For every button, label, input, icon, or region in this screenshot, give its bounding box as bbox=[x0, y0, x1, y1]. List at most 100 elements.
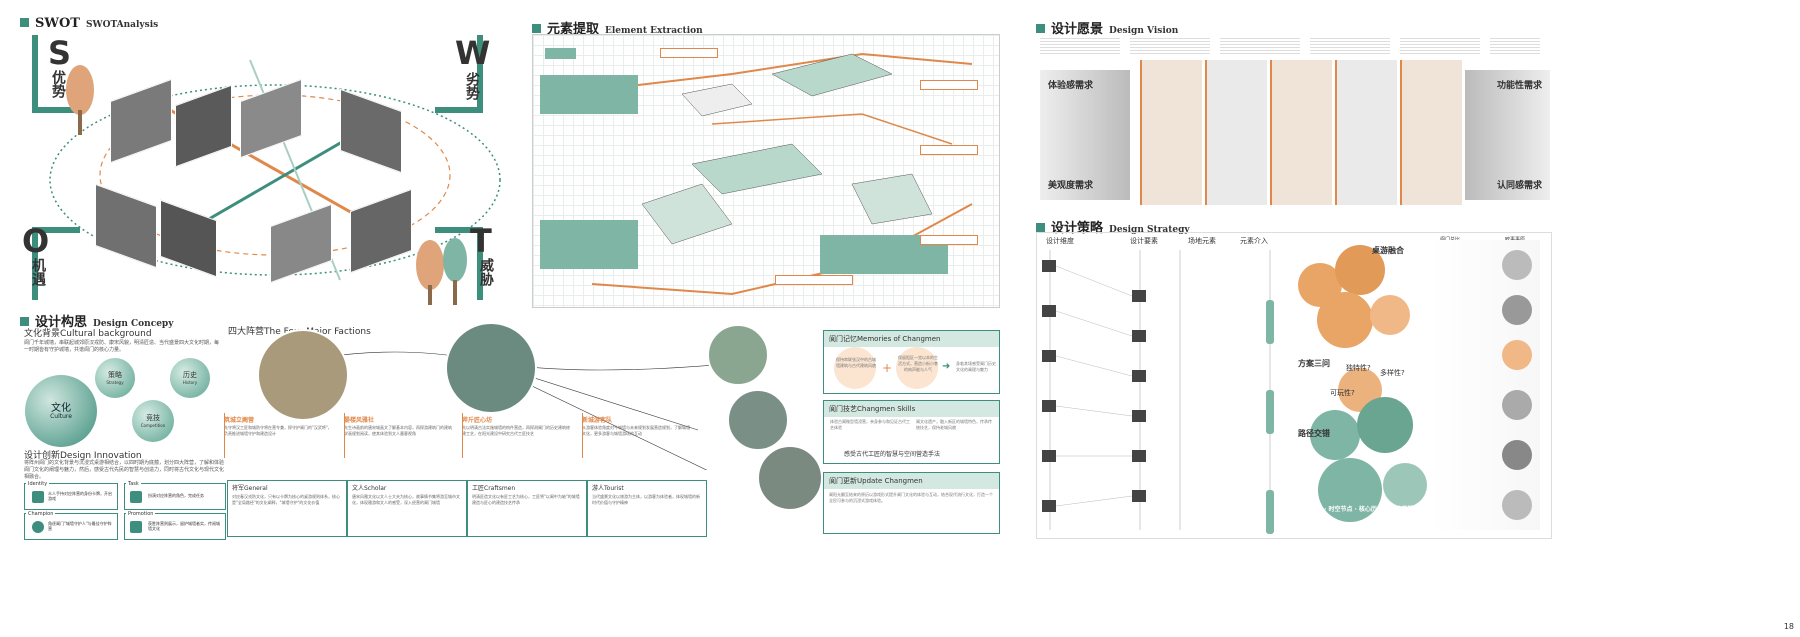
swot-t-label: 威胁 bbox=[478, 258, 494, 286]
swot-w-letter: W bbox=[455, 34, 491, 72]
element-callout bbox=[540, 220, 638, 269]
element-tag bbox=[775, 275, 853, 285]
strategy-question-unique: 独特性? bbox=[1346, 364, 1371, 372]
flow-task-label: Task bbox=[126, 481, 141, 487]
swot-s-label: 优势 bbox=[50, 70, 66, 98]
strategy-circle: 策略 Strategy bbox=[95, 358, 135, 398]
role-craftsmen-text: 明清匠造文化以有匠工艺为核心，工匠将"以阆中为轴"的城墙建造与匠心的建造技艺传承 bbox=[472, 494, 580, 505]
vision-need-aesthetic: 美观度需求 bbox=[1048, 181, 1094, 191]
role-craftsmen-title: 工匠Craftsmen bbox=[472, 485, 516, 492]
strategy-col-intervention: 元素介入 bbox=[1240, 237, 1268, 245]
history-label: 历史 bbox=[183, 371, 197, 379]
swot-title-en: SWOTAnalysis bbox=[86, 20, 159, 30]
section-marker bbox=[20, 317, 29, 326]
faction-2-desc: 先生诗画前的唐宋城画文了解基本内容，再探游建筑门的建筑学画规划阅读，使其体验到文… bbox=[344, 425, 452, 436]
flow-champion-text: 角逐阆门"城墙守护人"与最佳守护阵营 bbox=[48, 521, 112, 531]
page-number: 18 bbox=[1783, 622, 1794, 631]
swot-w-label: 劣势 bbox=[464, 72, 480, 100]
vision-section-title: 设计愿景 Design Vision bbox=[1036, 18, 1178, 37]
role-scholar-text: 唐宋风雅文化以文人士大夫为核心，故事情节集将游至城市文化，体现雅游和文人的感受，… bbox=[352, 494, 460, 505]
faction-divider bbox=[462, 413, 463, 458]
faction-4-desc: 从游客体验角度对今城墙与未来规划发展营造规划，了解城墙文化，更多游客与城墙游玩的… bbox=[582, 425, 690, 436]
task-icon bbox=[130, 491, 142, 503]
faction-divider bbox=[344, 413, 345, 458]
flow-promotion-text: 获胜阵营则展示，留护城墙者实，传阅城墙文化 bbox=[148, 521, 220, 531]
strategy-tag bbox=[1266, 390, 1274, 434]
changmen-memories-title: 阆门记忆Memories of Changmen bbox=[824, 331, 999, 347]
changmen-skills-c: 感受古代工匠的智慧与空间营造手法 bbox=[844, 451, 941, 458]
role-tourist-text: 当代盛景文化以旅游为主体，以游客为体验者，体现城墙的新时代价值与守护精神 bbox=[592, 494, 700, 505]
tree-illustration bbox=[416, 238, 467, 305]
flow-promotion-label: Promotion bbox=[126, 511, 156, 517]
faction-3-desc: 先以明清古法实施城墙的构件营造，再探测阆门的历史建筑修建工艺，在阳光建设中研究古… bbox=[462, 425, 570, 436]
role-general-text: 对应春汉戎防文化，只有以卡牌为核心的桌游规则体系，核心是"全局路径"的文化阐释，… bbox=[232, 494, 340, 505]
strategy-col-dimension: 设计维度 bbox=[1046, 237, 1074, 245]
faction-photo bbox=[757, 445, 823, 511]
section-marker bbox=[532, 24, 541, 33]
changmen-memories-a: 保持串联张汉中的古城墙建筑与古代建筑风貌 bbox=[836, 357, 876, 368]
vision-panels bbox=[1040, 60, 1550, 205]
changmen-memories-c: 身临其境感受阆门历史文化的阐理与魅力 bbox=[956, 361, 996, 372]
swot-t-letter: T bbox=[470, 222, 492, 260]
changmen-skills-b: 阆文化遗产，融入新区的城墙特色，传承传统技艺，保持老城风貌 bbox=[916, 419, 992, 430]
strategy-plan-label: 方案三问 bbox=[1298, 359, 1330, 368]
strategy-tag bbox=[1266, 490, 1274, 534]
element-section-title: 元素提取 Element Extraction bbox=[532, 18, 703, 37]
trophy-icon bbox=[32, 521, 44, 533]
vision-title-en: Design Vision bbox=[1109, 26, 1179, 36]
strategy-bubbles bbox=[1298, 245, 1427, 522]
history-label-en: History bbox=[182, 380, 198, 385]
section-marker bbox=[1036, 223, 1045, 232]
element-title-en: Element Extraction bbox=[605, 26, 703, 36]
strategy-fusion-label: 桌游融合 bbox=[1372, 246, 1404, 255]
changmen-update-text: 阆阳允翻至结来的原历以游戏形式提升阆门文化的体验与互动，结合现代流行文化，打造一… bbox=[829, 492, 993, 503]
faction-3-title: 斧斤匠心坊 bbox=[462, 417, 493, 424]
strategy-tree bbox=[1042, 250, 1271, 530]
strategy-tag bbox=[1266, 300, 1274, 344]
role-tourist-title: 游人Tourist bbox=[592, 485, 624, 492]
changmen-skills-title: 阆门技艺Changmen Skills bbox=[824, 401, 999, 417]
strategy-col-site: 场地元素 bbox=[1188, 237, 1216, 245]
changmen-skills-a: 体验古阆微型墙浸营，亲身参与和见证古代工艺体验 bbox=[830, 419, 910, 430]
swot-o-label: 机遇 bbox=[30, 258, 46, 286]
strategy-panel bbox=[1036, 232, 1552, 539]
faction-4-title: 新城游客队 bbox=[582, 417, 613, 424]
concept-title: 设计构思 bbox=[35, 315, 88, 330]
flow-champion-label: Champion bbox=[26, 511, 56, 517]
competition-label-en: Competition bbox=[140, 423, 166, 428]
culture-label-en: Culture bbox=[50, 413, 72, 420]
swot-s-letter: S bbox=[48, 34, 72, 72]
concept-section-title: 设计构思 Design Concepy bbox=[20, 311, 173, 330]
strategy-label-en: Strategy bbox=[106, 380, 124, 385]
element-callout bbox=[540, 75, 638, 114]
element-tag bbox=[920, 235, 978, 245]
strategy-question-playable: 可玩性? bbox=[1330, 389, 1355, 397]
element-tag bbox=[920, 80, 978, 90]
faction-2-title: 晏楼风雅社 bbox=[344, 417, 375, 424]
strategy-title-en: Design Strategy bbox=[1109, 225, 1190, 235]
section-marker bbox=[20, 18, 29, 27]
changmen-memories-b: 保留阻区一览以本的生活方式，营造小街小巷的肉声能与人气 bbox=[898, 355, 938, 372]
strategy-col-elements: 设计要素 bbox=[1130, 237, 1158, 245]
element-callout bbox=[545, 48, 576, 59]
history-circle: 历史 History bbox=[170, 358, 210, 398]
innovation-title: 设计创新Design Innovation bbox=[24, 451, 142, 461]
flow-identity-text: 众人手持对应阵营的身份卡牌，开启游戏 bbox=[48, 491, 112, 501]
factions-map bbox=[257, 322, 789, 470]
changmen-memories-box: 阆门记忆Memories of Changmen 保持串联张汉中的古城墙建筑与古… bbox=[823, 330, 1000, 394]
flow-task-text: 扮演对应阵营的角色，完成任务 bbox=[148, 493, 204, 498]
vision-need-experience: 体验感需求 bbox=[1048, 81, 1094, 91]
competition-circle: 竞技 Competition bbox=[132, 400, 174, 442]
culture-label: 文化 bbox=[51, 403, 71, 414]
flow-diagram: Identity 众人手持对应阵营的身份卡牌，开启游戏 Task 扮演对应阵营的… bbox=[24, 481, 226, 540]
role-scholar-box: 文人Scholar 唐宋风雅文化以文人士大夫为核心，故事情节集将游至城市文化，体… bbox=[347, 480, 467, 537]
vision-need-identity: 认同感需求 bbox=[1497, 181, 1543, 191]
flow-identity-label: Identity bbox=[26, 481, 50, 487]
faction-divider bbox=[582, 413, 583, 458]
section-marker bbox=[1036, 24, 1045, 33]
strategy-route-label: 路径交错 bbox=[1298, 429, 1330, 438]
swot-o-letter: O bbox=[22, 222, 50, 260]
changmen-update-title: 阆门更新Update Changmen bbox=[824, 473, 999, 489]
competition-label: 竞技 bbox=[146, 414, 160, 422]
role-scholar-title: 文人Scholar bbox=[352, 485, 387, 492]
